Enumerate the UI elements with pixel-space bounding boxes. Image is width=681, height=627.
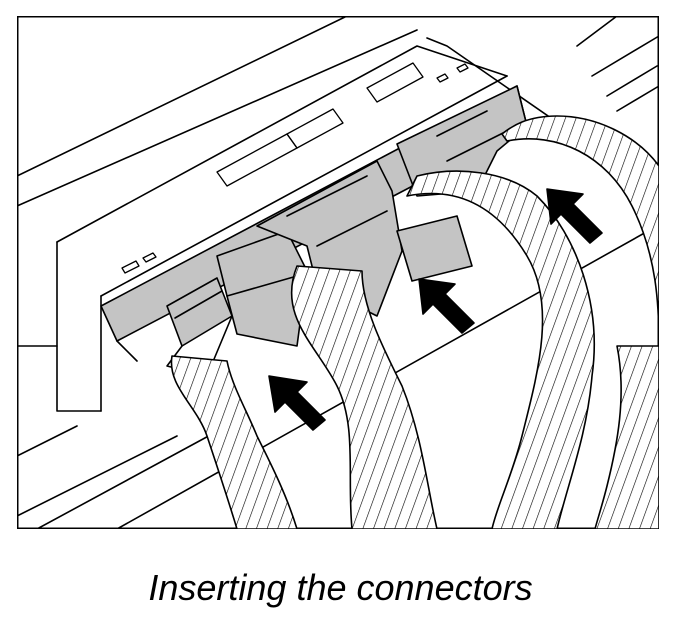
arrow-2-icon	[418, 278, 475, 334]
arrow-1-icon	[268, 375, 326, 431]
connector-illustration	[17, 16, 659, 529]
cable-2	[290, 265, 438, 529]
connector-4	[396, 85, 528, 282]
arrow-3-icon	[546, 188, 603, 244]
cable-3	[406, 170, 595, 529]
illustration-frame	[17, 16, 659, 529]
figure-caption: Inserting the connectors	[148, 567, 533, 608]
connector-3	[256, 160, 403, 317]
device-housing	[17, 16, 659, 529]
cable-1	[170, 355, 298, 529]
slot-markings	[121, 62, 469, 274]
cable-4	[501, 115, 659, 529]
